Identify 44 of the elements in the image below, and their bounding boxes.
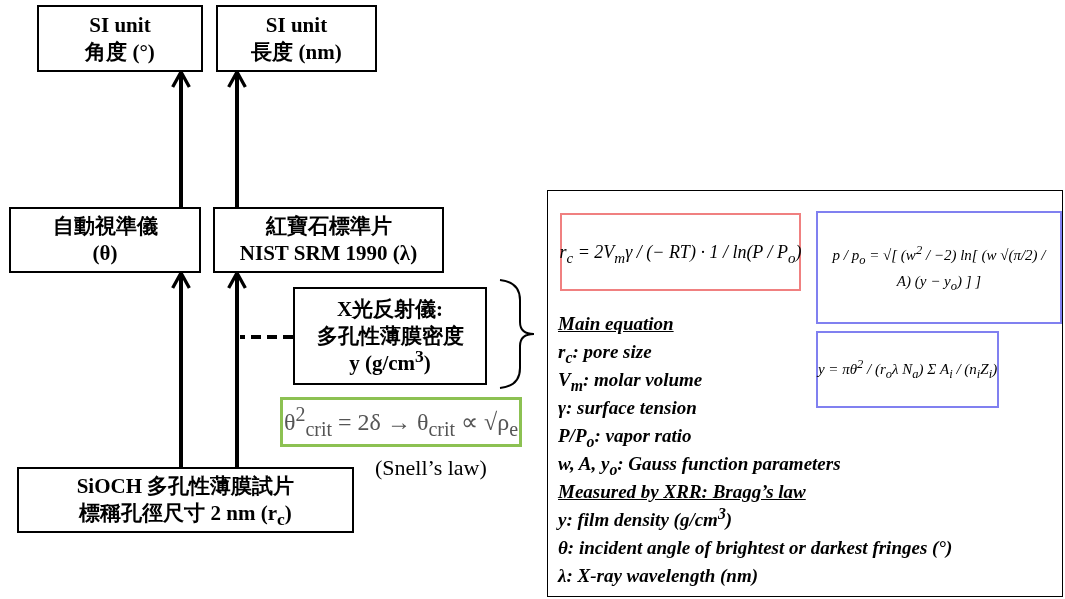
dashed-line: [240, 335, 293, 339]
definition-text: w, A, y$_{o}$: Gauss function parameters: [558, 452, 841, 476]
formula-text: θ$^{2}$$_{crit}$ = 2δ → θ$_{crit}$ ∝ √ρ$_{e}$: [283, 408, 519, 436]
formula-text: p / p$_{o}$ = √[ (w$^{2}$ / −2) ln[ (w √(π/2) / A) (y − y$_{o}$) ] ]: [831, 241, 1048, 294]
definition-text: r$_{c}$: pore size: [558, 340, 652, 364]
section-heading: Measured by XRR: Bragg’s law: [558, 480, 806, 504]
section-heading: Main equation: [558, 312, 674, 336]
box-label: SI unit: [89, 11, 151, 39]
formula-text: r$_{c}$ = 2V$_{m}$γ / (− RT) · 1 / ln(P / P$_{o}$): [559, 241, 802, 263]
box-label: 多孔性薄膜密度: [316, 322, 464, 350]
box-label: (θ): [92, 240, 118, 267]
box-label: NIST SRM 1990 (λ): [239, 240, 418, 267]
arrow: [171, 271, 191, 467]
box-label: X光反射儀:: [336, 295, 444, 323]
definition-text: λ: X-ray wavelength (nm): [558, 564, 758, 588]
box-label: 自動視準儀: [52, 213, 158, 240]
formula-box: [560, 213, 801, 291]
instrument-box: [293, 287, 487, 385]
instrument-box: [9, 207, 201, 273]
caption-text: (Snell’s law): [375, 455, 487, 481]
formula-box: [816, 331, 999, 408]
formula-box: [816, 211, 1062, 324]
equation-panel: [547, 190, 1063, 597]
box-label: y (g/cm$^{3}$): [349, 349, 431, 377]
box-label: 長度 (nm): [251, 38, 342, 66]
box-label: 標稱孔徑尺寸 2 nm (r$_{c}$): [79, 500, 292, 527]
arrow: [227, 70, 247, 207]
unit-box: [216, 5, 377, 72]
box-label: 紅寶石標準片: [265, 213, 392, 240]
box-label: 角度 (°): [85, 38, 155, 66]
definition-text: θ: incident angle of brightest or darkest fringes (°): [558, 536, 953, 560]
standard-box: [213, 207, 444, 273]
arrow: [171, 70, 191, 207]
box-label: SI unit: [265, 11, 328, 39]
box-label: SiOCH 多孔性薄膜試片: [76, 473, 295, 500]
definition-text: y: film density (g/cm$^{3}$): [558, 508, 733, 532]
definition-text: V$_{m}$: molar volume: [558, 368, 703, 392]
definition-text: γ: surface tension: [558, 396, 697, 420]
sample-box: [17, 467, 354, 533]
definition-text: P/P$_{o}$: vapor ratio: [558, 424, 692, 448]
formula-box: [280, 397, 522, 447]
arrow: [227, 271, 247, 467]
unit-box: [37, 5, 203, 72]
formula-text: y = πθ$^{2}$ / (r$_{o}$λ N$_{a}$) Σ A$_{i}$ / (n$_{i}$Z$_{i}$): [817, 361, 998, 378]
